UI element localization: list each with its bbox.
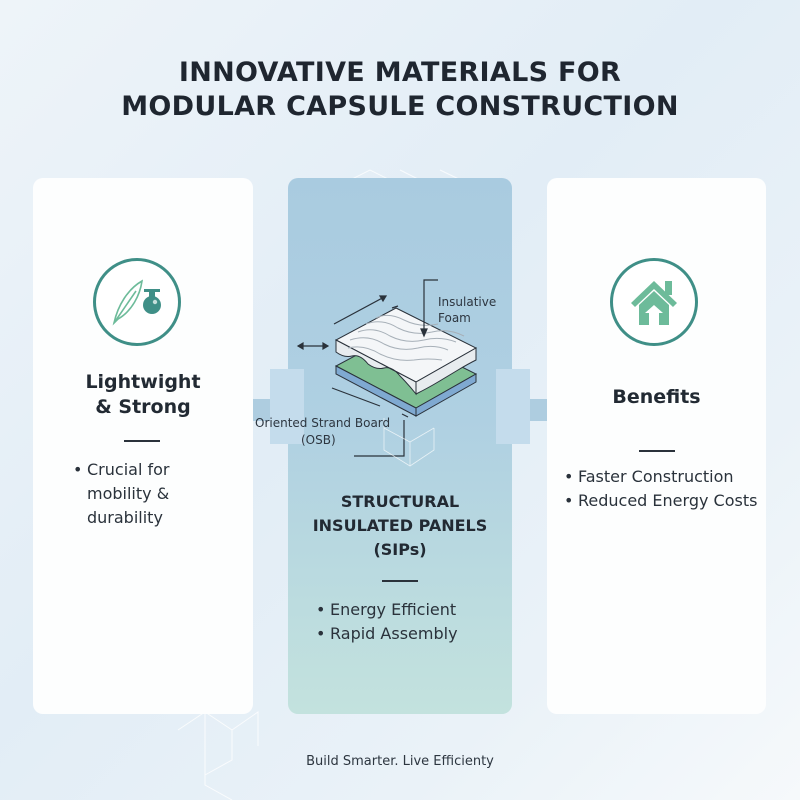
bullet-list: Crucial for mobility & durability xyxy=(73,458,169,530)
page-title: INNOVATIVE MATERIALS FOR MODULAR CAPSULE… xyxy=(0,56,800,124)
divider xyxy=(639,450,675,452)
card-title-sips: STRUCTURAL INSULATED PANELS (SIPs) xyxy=(312,492,488,559)
bullet-item: Faster Construction xyxy=(564,465,757,489)
divider xyxy=(382,580,418,582)
card-title-lightweight: Lightwight & Strong xyxy=(85,371,201,418)
feather-weight-icon-circle xyxy=(93,258,181,346)
label-osb-line2: (OSB) xyxy=(301,433,336,447)
house-icon-circle xyxy=(610,258,698,346)
house-icon xyxy=(631,281,677,325)
label-insulative-foam: Insulative Foam xyxy=(438,295,497,325)
bullet-item: Crucial for mobility & durability xyxy=(73,458,169,530)
card-sips: Insulative Foam Oriented Strand Board (O… xyxy=(255,178,530,714)
tagline: Build Smarter. Live Efficienty xyxy=(306,754,494,769)
card-lightweight-strong: Lightwight & Strong Crucial for mobility… xyxy=(33,178,253,714)
label-osb-line1: Oriented Strand Board xyxy=(255,416,391,430)
feather-and-weight-icon xyxy=(112,279,161,326)
bullet-list: Energy Efficient Rapid Assembly xyxy=(316,598,458,646)
step-block-left xyxy=(270,369,304,444)
title-line-2: MODULAR CAPSULE CONSTRUCTION xyxy=(121,91,679,122)
bullet-item: Rapid Assembly xyxy=(316,622,458,646)
card-benefits: Benefits Faster Construction Reduced Ene… xyxy=(547,178,766,714)
bullet-item: Energy Efficient xyxy=(316,598,458,622)
bullet-item: Reduced Energy Costs xyxy=(564,489,757,513)
card-title-benefits: Benefits xyxy=(612,386,701,408)
title-line-1: INNOVATIVE MATERIALS FOR xyxy=(178,57,622,88)
divider xyxy=(124,440,160,442)
step-block-right xyxy=(496,369,530,444)
sip-panel-diagram xyxy=(296,279,478,467)
bullet-list: Faster Construction Reduced Energy Costs xyxy=(564,465,757,513)
